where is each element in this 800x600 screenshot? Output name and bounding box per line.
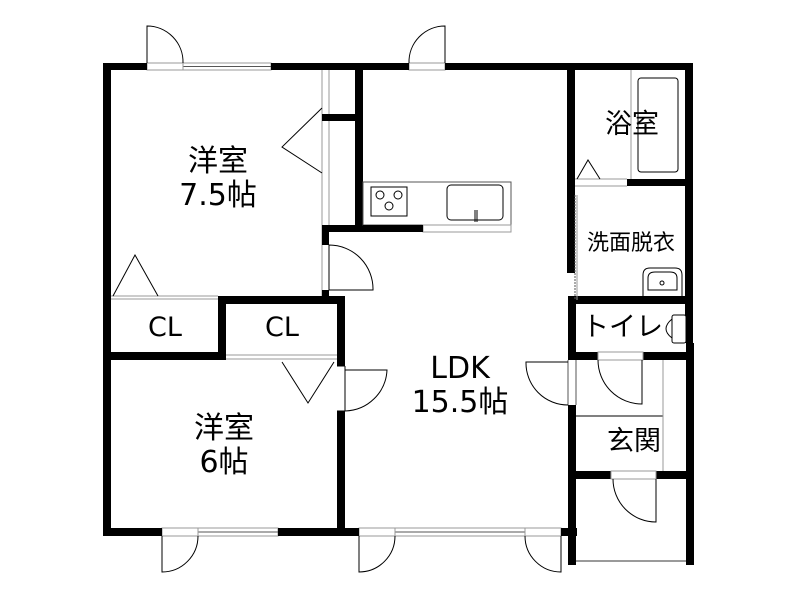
door-threshold-ldk-bottom-right [524,527,562,537]
stove-icon [370,186,408,217]
door-threshold-ldk-top [408,62,446,71]
closet-door-room1-side [281,107,323,174]
details [111,70,686,562]
door-toilet [597,359,643,405]
door-ldk-bottom-left [358,535,396,573]
room-name: LDK [430,351,490,386]
door-room1-top [146,25,184,64]
room-label-bathroom: 浴室 [592,109,672,140]
closet-label-2: CL [242,312,322,343]
closet-name: CL [148,312,182,343]
room-label-western-2: 洋室 6帖 [174,412,274,479]
door-room2-bottom [161,535,199,573]
room-name: 洋室 [188,144,248,179]
room-label-washroom: 洗面脱衣 [574,231,688,257]
walls [103,63,694,565]
door-room1-hall [328,244,374,291]
room-label-entrance: 玄関 [594,426,674,457]
kitchen-counter [362,181,512,233]
door-threshold-ldk-bottom-left [358,527,396,537]
room-size: 6帖 [199,444,249,480]
room-size: 7.5帖 [179,177,257,213]
door-room2-ldk [344,366,388,412]
wash-basin-icon [642,267,683,296]
closet-door-room1 [112,253,159,297]
room-label-western-1: 洋室 7.5帖 [168,145,268,212]
room-label-toilet: トイレ [582,312,672,343]
room-name: 洗面脱衣 [586,231,675,256]
door-threshold-room1 [146,62,184,71]
room-name: 玄関 [607,426,661,457]
closet-name: CL [265,312,299,343]
door-threshold-room2-bottom [161,527,199,537]
door-ldk-top [408,25,446,64]
room-name: トイレ [582,312,663,343]
toilet-icon [665,314,687,344]
bathtub-icon [637,77,679,173]
bath-door [576,159,601,180]
closet-door-room2 [281,361,335,404]
doors [112,25,657,573]
door-entrance [612,478,657,523]
door-ldk-entrance [525,361,569,406]
door-ldk-bottom-right [524,535,562,573]
room-size: 15.5帖 [411,384,509,420]
closet-label-1: CL [125,312,205,343]
room-label-ldk: LDK 15.5帖 [400,352,520,419]
room-name: 洋室 [194,411,254,446]
room-name: 浴室 [605,109,659,140]
